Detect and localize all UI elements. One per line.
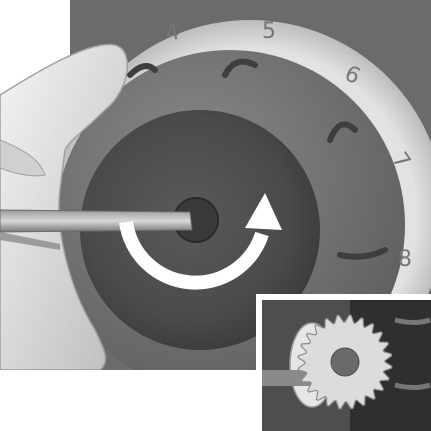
inset-detail bbox=[256, 294, 431, 431]
hex-key-tool bbox=[0, 210, 192, 232]
dial-number: 8 bbox=[398, 247, 412, 272]
dial-number: 5 bbox=[262, 19, 276, 44]
